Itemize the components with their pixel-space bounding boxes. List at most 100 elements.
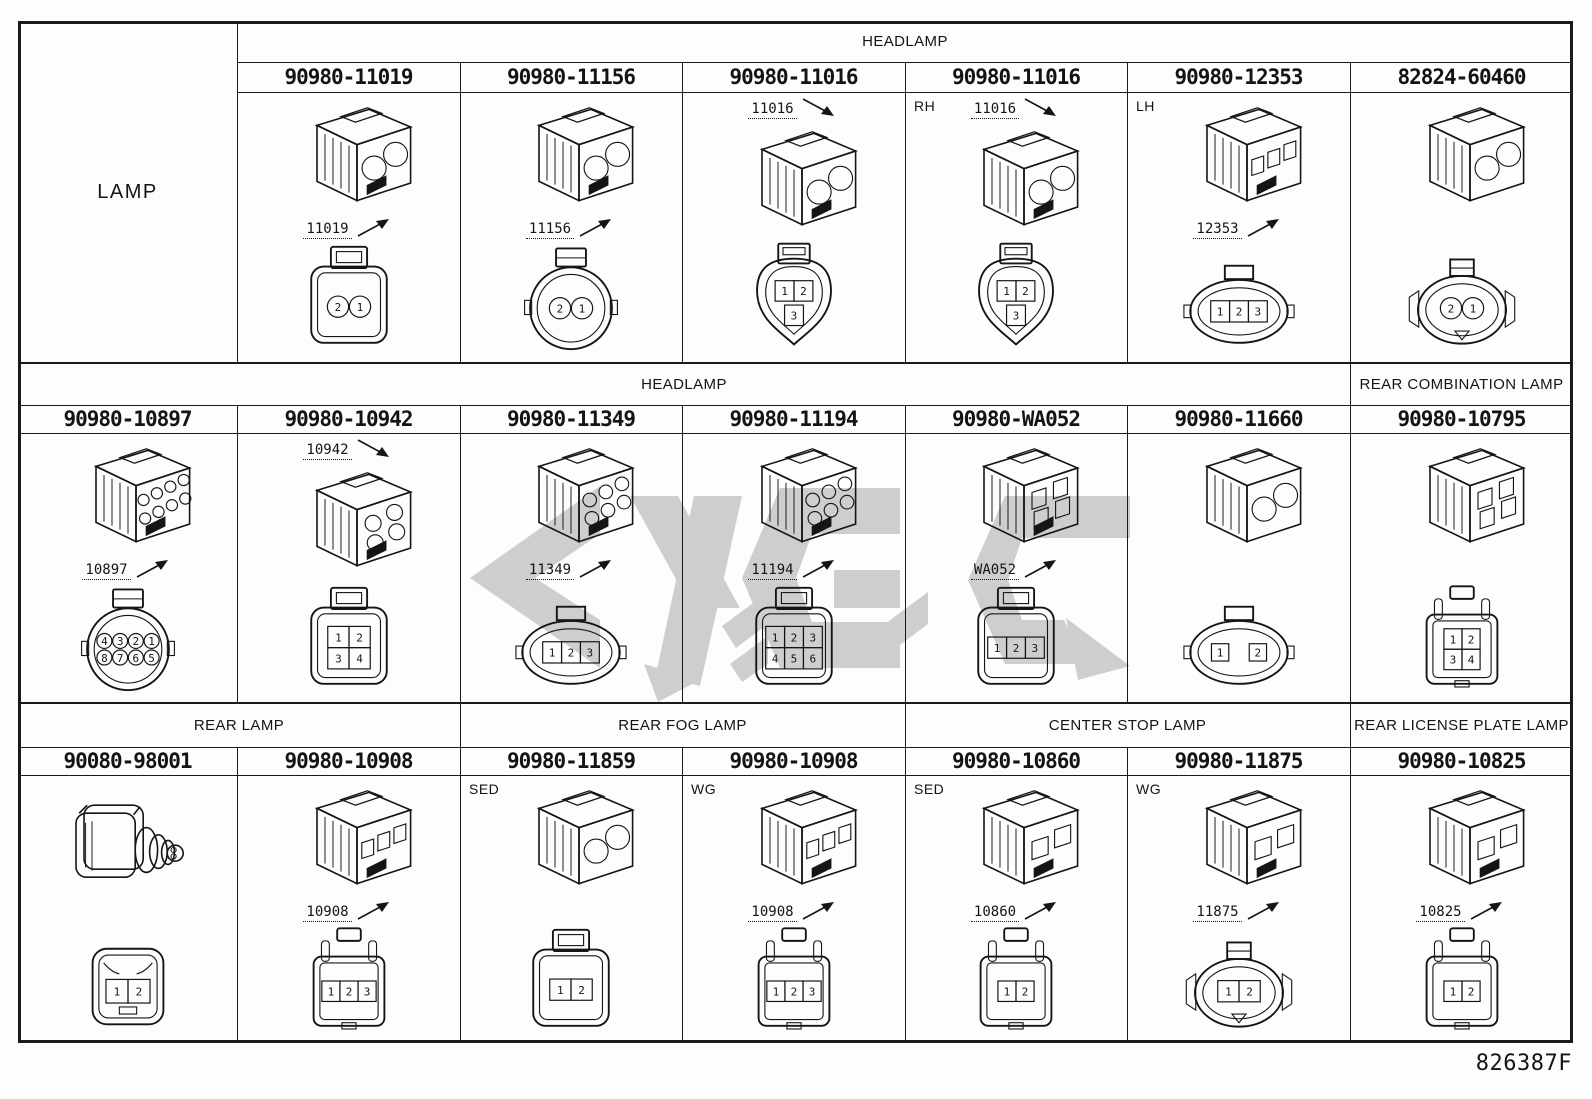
pin-number: 2 xyxy=(557,303,564,316)
grid-line xyxy=(905,747,906,1043)
pin-number: 3 xyxy=(363,986,370,999)
part-number-cell[interactable]: 90980-10825 xyxy=(1350,747,1573,775)
connector-iso-figure xyxy=(759,790,858,885)
part-number: 90980-10897 xyxy=(63,407,192,431)
pin-number: 6 xyxy=(132,652,139,665)
section-header: CENTER STOP LAMP xyxy=(1048,716,1207,734)
part-number-cell[interactable]: 90980-11019 xyxy=(237,62,460,92)
pin-number: 1 xyxy=(781,285,788,298)
callout: 11194 xyxy=(748,556,838,580)
part-number-cell[interactable]: 90980-10897 xyxy=(18,405,237,433)
grid-line xyxy=(18,21,21,1043)
part-number: 90980-10825 xyxy=(1397,749,1526,773)
grid-line xyxy=(682,62,683,363)
part-number-cell[interactable]: 90980-11875 xyxy=(1127,747,1350,775)
watermark-shapes xyxy=(470,486,1130,702)
callout-arrow-icon xyxy=(1470,902,1502,920)
section-header: REAR COMBINATION LAMP xyxy=(1359,375,1564,393)
grid-line xyxy=(1350,62,1351,363)
part-number-cell[interactable]: 90980-10795 xyxy=(1350,405,1573,433)
callout-label: WA052 xyxy=(970,563,1020,580)
callout: 10908 xyxy=(748,898,838,922)
grid-line xyxy=(18,747,1573,748)
part-number-cell[interactable]: 82824-60460 xyxy=(1350,62,1573,92)
callout: 10908 xyxy=(303,898,393,922)
pin-number: 1 xyxy=(771,631,778,644)
grid-line xyxy=(905,62,906,363)
part-number: 90980-11660 xyxy=(1174,407,1303,431)
part-number-cell[interactable]: 90980-10860 xyxy=(905,747,1127,775)
pin-number: 1 xyxy=(772,986,779,999)
part-number-cell[interactable]: 90980-11194 xyxy=(682,405,905,433)
connector-iso-figure xyxy=(1204,790,1303,885)
callout-arrow-icon xyxy=(357,439,389,457)
grid-line xyxy=(460,62,461,363)
connector-iso-figure xyxy=(536,790,635,885)
connector-iso-figure xyxy=(981,448,1080,543)
grid-line xyxy=(1570,21,1573,1043)
part-number-cell[interactable]: 90980-10942 xyxy=(237,405,460,433)
pin-number: 3 xyxy=(808,986,815,999)
part-number-cell[interactable]: 90980-11349 xyxy=(460,405,682,433)
part-number-cell[interactable]: 90980-11156 xyxy=(460,62,682,92)
part-number-cell[interactable]: 90080-98001 xyxy=(18,747,237,775)
grid-line xyxy=(682,747,683,1043)
grid-line xyxy=(682,405,683,703)
pin-number: 5 xyxy=(790,653,797,666)
pin-number: 1 xyxy=(1225,986,1232,999)
pin-number: 1 xyxy=(1449,633,1456,646)
pin-number: 4 xyxy=(356,653,363,666)
part-number-cell[interactable]: 90980-10908 xyxy=(682,747,905,775)
connector-iso-figure xyxy=(1427,107,1526,202)
pin-number: 1 xyxy=(1469,303,1476,316)
section-header: REAR FOG LAMP xyxy=(618,716,747,734)
callout-arrow-icon xyxy=(1247,219,1279,237)
variant-label: SED xyxy=(914,781,945,797)
callout-label: 11194 xyxy=(748,563,797,580)
part-number-cell[interactable]: 90980-WA052 xyxy=(905,405,1127,433)
pin-number: 2 xyxy=(1235,306,1242,319)
callout-label: 12353 xyxy=(1193,222,1242,239)
pin-number: 2 xyxy=(345,986,352,999)
part-number-cell[interactable]: 90980-12353 xyxy=(1127,62,1350,92)
connector-iso-figure xyxy=(981,131,1080,226)
callout: 11016 xyxy=(748,95,838,119)
part-number-cell[interactable]: 90980-11859 xyxy=(460,747,682,775)
connector-iso-figure xyxy=(981,790,1080,885)
pin-number: 1 xyxy=(1216,306,1223,319)
part-number-cell[interactable]: 90980-11016 xyxy=(682,62,905,92)
pin-number: 5 xyxy=(148,652,155,665)
connector-iso-figure xyxy=(314,790,413,885)
part-number: 90980-10908 xyxy=(729,749,858,773)
part-number-cell[interactable]: 90980-10908 xyxy=(237,747,460,775)
pin-number: 4 xyxy=(1467,654,1474,667)
callout-label: 11875 xyxy=(1193,905,1242,922)
variant-label: WG xyxy=(691,781,717,797)
callout: 11156 xyxy=(525,215,616,239)
pin-number: 2 xyxy=(1467,986,1474,999)
part-number-cell[interactable]: 90980-11016 xyxy=(905,62,1127,92)
pin-number: 3 xyxy=(116,635,123,648)
variant-label: RH xyxy=(914,98,936,114)
part-number: 90980-11194 xyxy=(729,407,858,431)
part-number-cell[interactable]: 90980-11660 xyxy=(1127,405,1350,433)
callout-arrow-icon xyxy=(1247,902,1279,920)
grid-line xyxy=(1127,62,1128,363)
